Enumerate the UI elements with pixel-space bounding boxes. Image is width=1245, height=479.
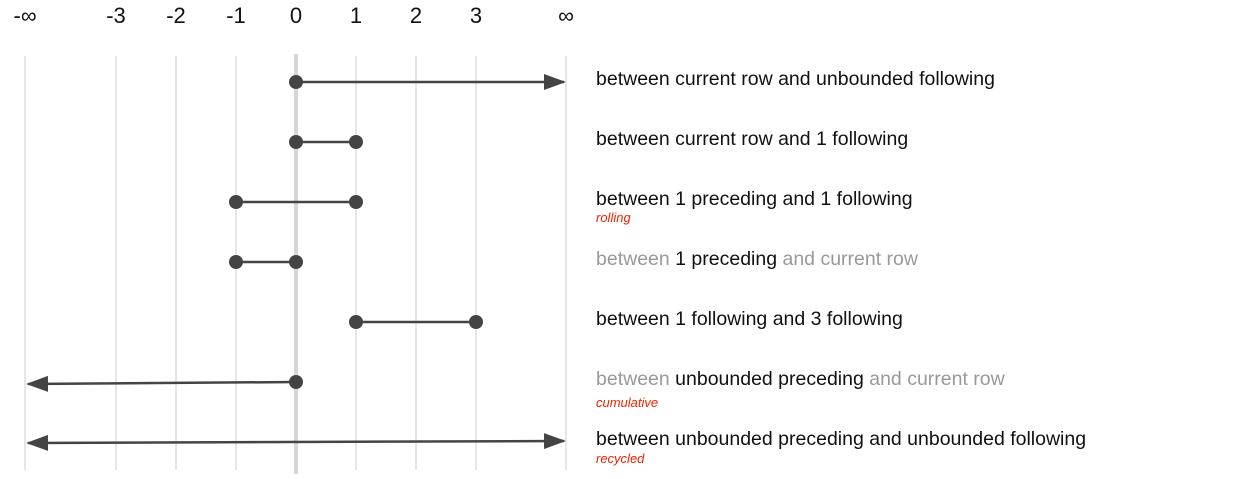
label-text-dim: between: [596, 368, 676, 390]
note-recycled: recycled: [596, 451, 645, 466]
label-text-dim: between: [596, 248, 676, 270]
label-text-emphasis: 1 preceding: [675, 248, 778, 270]
tick-infinity: ∞: [558, 3, 574, 28]
row-label: between 1 preceding and current row: [596, 248, 918, 271]
tick-0: 0: [289, 3, 303, 28]
label-text: between 1 following and 3 following: [596, 308, 903, 330]
frame-current-to-1-following: [289, 135, 363, 149]
note-cumulative: cumulative: [596, 395, 659, 410]
row-label: between 1 following and 3 following: [596, 308, 903, 331]
row-label: between 1 preceding and 1 following: [596, 188, 913, 211]
tick-3: 3: [469, 3, 483, 28]
frame-1-preceding-to-1-following: [229, 195, 363, 209]
row-label: between current row and unbounded follow…: [596, 68, 995, 91]
tick-neg-1: -1: [226, 3, 246, 28]
tick-2: 2: [409, 3, 423, 28]
label-text-dim: and current row: [777, 248, 918, 270]
label-text-dim: and current row: [863, 368, 1005, 390]
label-text: between current row and 1 following: [596, 128, 909, 150]
frame-1-following-to-3-following: [349, 315, 483, 329]
tick-neg-2: -2: [166, 3, 186, 28]
label-text-emphasis: unbounded preceding: [675, 368, 864, 390]
label-text: between unbounded preceding and unbounde…: [596, 428, 1087, 450]
window-frame-plot: [24, 54, 567, 474]
row-label: between current row and 1 following: [596, 128, 908, 151]
label-text: between current row and unbounded follow…: [596, 68, 995, 90]
tick-neg-3: -3: [106, 3, 126, 28]
tick-neg-infinity: -∞: [13, 3, 37, 28]
grid-lines: [24, 56, 567, 470]
note-rolling: rolling: [596, 210, 631, 225]
row-label: between unbounded preceding and unbounde…: [596, 428, 1086, 451]
frame-current-to-unbounded-following: [289, 74, 566, 90]
row-label: between unbounded preceding and current …: [596, 368, 1005, 391]
tick-1: 1: [349, 3, 363, 28]
label-text: between 1 preceding and 1 following: [596, 188, 913, 210]
frame-unbounded-preceding-to-current: [26, 375, 303, 392]
frame-unbounded-both: [26, 433, 566, 451]
frame-1-preceding-to-current: [229, 255, 303, 269]
